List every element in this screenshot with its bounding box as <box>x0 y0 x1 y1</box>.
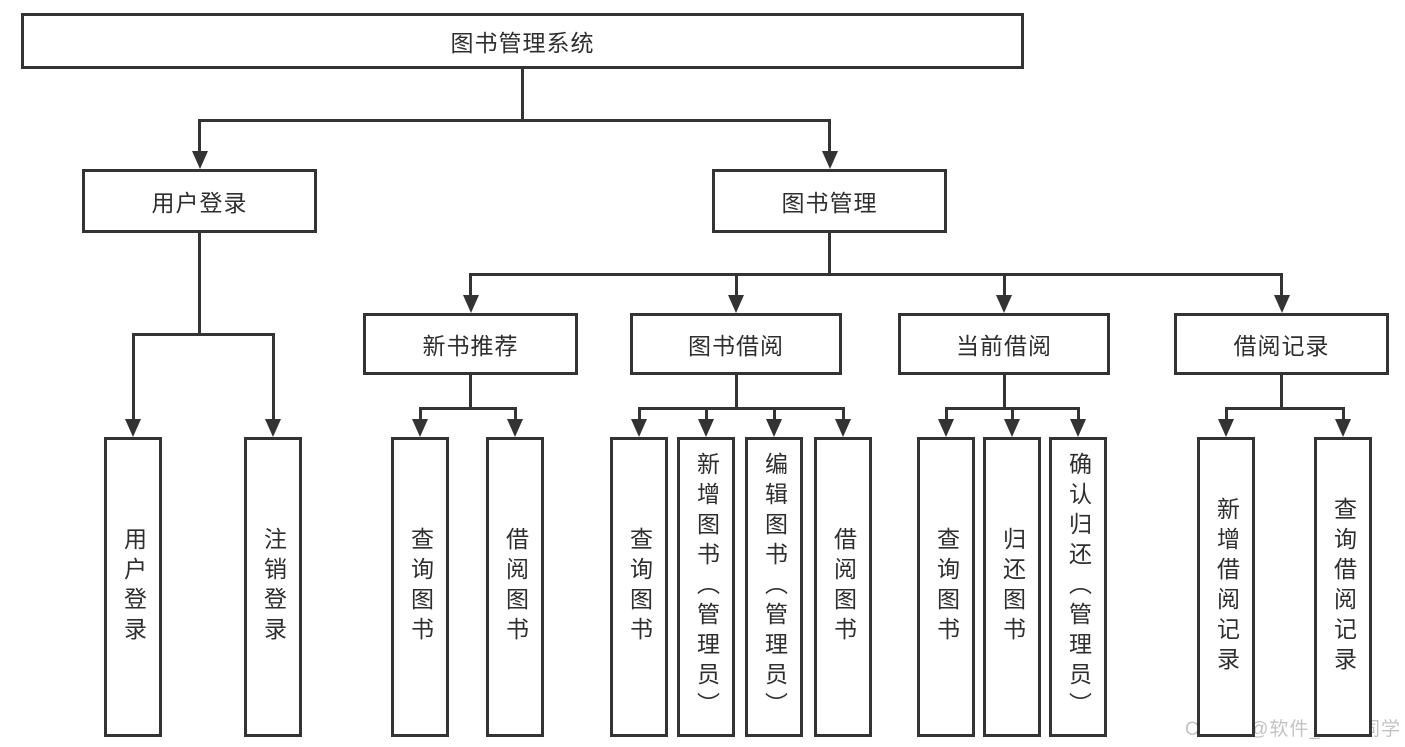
arrowhead-down-icon-leaf-confirm-return <box>1070 419 1086 437</box>
connector-drop-leaf-add-record <box>1225 407 1228 419</box>
connector-stem-book-borrow <box>735 375 738 410</box>
arrowhead-down-icon-leaf-add-book <box>698 419 714 437</box>
arrowhead-down-icon-leaf-return-book <box>1004 419 1020 437</box>
connector-drop-leaf-query-record <box>1342 407 1345 419</box>
node-label-current-borrow: 当前借阅 <box>956 333 1052 359</box>
connector-drop-leaf-logout <box>272 333 275 419</box>
node-label-leaf-user-login: 用户登录 <box>120 527 147 647</box>
node-leaf-query-record: 查询借阅记录 <box>1314 437 1372 737</box>
node-label-leaf-edit-book: 编辑图书（管理员） <box>761 452 788 722</box>
node-current-borrow: 当前借阅 <box>898 313 1110 375</box>
node-leaf-add-book: 新增图书（管理员） <box>677 437 735 737</box>
node-book-borrow: 图书借阅 <box>630 313 842 375</box>
node-label-borrow-records: 借阅记录 <box>1233 333 1330 359</box>
node-borrow-records: 借阅记录 <box>1174 313 1389 375</box>
node-label-leaf-query-book-b: 查询图书 <box>626 527 653 647</box>
connector-stem-user-login <box>198 233 201 336</box>
connector-drop-leaf-query-book-a <box>419 407 422 419</box>
connector-bar-book-mgmt <box>469 273 1283 276</box>
connector-drop-current-borrow <box>1003 273 1006 295</box>
node-leaf-borrow-book-b: 借阅图书 <box>814 437 872 737</box>
node-leaf-confirm-return: 确认归还（管理员） <box>1049 437 1107 737</box>
connector-drop-leaf-return-book <box>1011 407 1014 419</box>
node-leaf-borrow-book-a: 借阅图书 <box>486 437 544 737</box>
connector-drop-leaf-borrow-book-a <box>514 407 517 419</box>
connector-drop-leaf-edit-book <box>773 407 776 419</box>
node-new-book-rec: 新书推荐 <box>363 313 578 375</box>
connector-drop-leaf-user-login <box>132 333 135 419</box>
node-leaf-query-book-c: 查询图书 <box>917 437 975 737</box>
connector-drop-user-login <box>198 119 201 151</box>
connector-drop-leaf-query-book-b <box>638 407 641 419</box>
arrowhead-down-icon-leaf-logout <box>265 419 281 437</box>
node-label-book-mgmt: 图书管理 <box>781 190 878 216</box>
arrowhead-down-icon-leaf-query-book-a <box>412 419 428 437</box>
arrowhead-down-icon-book-borrow <box>728 295 744 313</box>
arrowhead-down-icon-leaf-borrow-book-a <box>507 419 523 437</box>
node-leaf-query-book-a: 查询图书 <box>391 437 449 737</box>
connector-drop-leaf-confirm-return <box>1077 407 1080 419</box>
node-label-root: 图书管理系统 <box>450 30 595 56</box>
connector-bar-book-borrow <box>638 407 845 410</box>
connector-bar-root <box>198 119 831 122</box>
arrowhead-down-icon-leaf-borrow-book-b <box>835 419 851 437</box>
node-user-login: 用户登录 <box>82 169 317 233</box>
node-label-leaf-add-record: 新增借阅记录 <box>1213 497 1240 677</box>
node-root: 图书管理系统 <box>21 13 1024 69</box>
connector-drop-leaf-borrow-book-b <box>842 407 845 419</box>
node-label-leaf-borrow-book-a: 借阅图书 <box>502 527 529 647</box>
arrowhead-down-icon-user-login <box>192 151 208 169</box>
node-label-book-borrow: 图书借阅 <box>688 333 784 359</box>
connector-drop-leaf-query-book-c <box>945 407 948 419</box>
connector-stem-book-mgmt <box>828 233 831 276</box>
node-leaf-logout: 注销登录 <box>244 437 302 737</box>
arrowhead-down-icon-leaf-user-login <box>125 419 141 437</box>
node-label-leaf-add-book: 新增图书（管理员） <box>693 452 720 722</box>
connector-bar-borrow-records <box>1225 407 1345 410</box>
connector-stem-current-borrow <box>1003 375 1006 410</box>
connector-drop-book-mgmt <box>828 119 831 151</box>
connector-stem-new-book-rec <box>469 375 472 410</box>
connector-stem-borrow-records <box>1280 375 1283 410</box>
node-label-leaf-query-book-c: 查询图书 <box>933 527 960 647</box>
node-leaf-query-book-b: 查询图书 <box>610 437 668 737</box>
arrowhead-down-icon-book-mgmt <box>822 151 838 169</box>
arrowhead-down-icon-current-borrow <box>996 295 1012 313</box>
node-label-leaf-borrow-book-b: 借阅图书 <box>830 527 857 647</box>
node-label-leaf-return-book: 归还图书 <box>999 527 1026 647</box>
connector-stem-root <box>521 69 524 122</box>
arrowhead-down-icon-leaf-query-record <box>1335 419 1351 437</box>
node-label-new-book-rec: 新书推荐 <box>422 333 519 359</box>
arrowhead-down-icon-leaf-edit-book <box>766 419 782 437</box>
connector-drop-leaf-add-book <box>705 407 708 419</box>
arrowhead-down-icon-leaf-add-record <box>1218 419 1234 437</box>
node-leaf-edit-book: 编辑图书（管理员） <box>745 437 803 737</box>
node-label-user-login: 用户登录 <box>151 190 248 216</box>
node-label-leaf-query-book-a: 查询图书 <box>407 527 434 647</box>
node-label-leaf-confirm-return: 确认归还（管理员） <box>1065 452 1092 722</box>
node-leaf-user-login: 用户登录 <box>104 437 162 737</box>
arrowhead-down-icon-leaf-query-book-b <box>631 419 647 437</box>
arrowhead-down-icon-leaf-query-book-c <box>938 419 954 437</box>
arrowhead-down-icon-borrow-records <box>1274 295 1290 313</box>
node-book-mgmt: 图书管理 <box>712 169 947 233</box>
node-leaf-add-record: 新增借阅记录 <box>1197 437 1255 737</box>
connector-drop-new-book-rec <box>469 273 472 295</box>
connector-drop-book-borrow <box>735 273 738 295</box>
node-label-leaf-query-record: 查询借阅记录 <box>1330 497 1357 677</box>
node-label-leaf-logout: 注销登录 <box>260 527 287 647</box>
node-leaf-return-book: 归还图书 <box>983 437 1041 737</box>
connector-bar-new-book-rec <box>419 407 517 410</box>
connector-bar-user-login <box>132 333 275 336</box>
arrowhead-down-icon-new-book-rec <box>463 295 479 313</box>
connector-drop-borrow-records <box>1280 273 1283 295</box>
